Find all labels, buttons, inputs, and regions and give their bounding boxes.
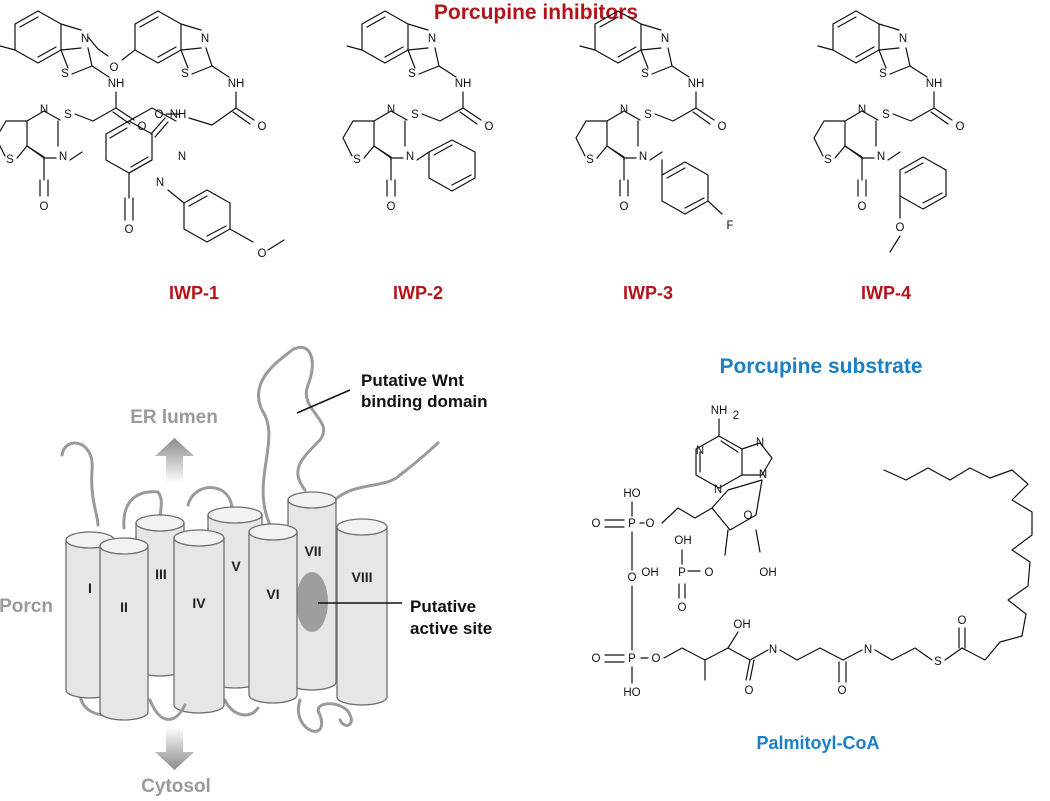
svg-text:HO: HO [623, 687, 640, 699]
helix-label-5: V [231, 558, 241, 574]
svg-text:S: S [6, 154, 14, 166]
iwp1-structure: O N S NH O NH O N N O O [87, 10, 285, 260]
svg-text:N: N [696, 445, 704, 457]
wnt-domain-label-line2: binding domain [361, 392, 488, 411]
svg-text:N: N [178, 151, 186, 163]
svg-text:O: O [678, 602, 687, 614]
svg-text:NH: NH [228, 78, 245, 90]
svg-text:N: N [714, 484, 722, 496]
svg-text:OH: OH [759, 567, 776, 579]
palmitoyl-coa-structure: NH 2 N N N N O O OH O P OH OH O HO P O O… [592, 405, 1033, 699]
helix-label-8: VIII [351, 569, 372, 585]
cytosol-arrow [155, 727, 194, 770]
svg-text:O: O [745, 685, 754, 697]
iwp3-structure: F [575, 10, 734, 232]
wnt-domain-pointer [296, 389, 351, 414]
helix-label-3: III [155, 566, 167, 582]
svg-text:O: O [705, 567, 714, 579]
svg-text:S: S [61, 68, 69, 80]
porcn-membrane-diagram [60, 346, 440, 733]
svg-text:NH: NH [170, 109, 187, 121]
porcn-label: Porcn [0, 596, 53, 617]
cytosol-label: Cytosol [141, 776, 211, 797]
svg-text:N: N [769, 644, 777, 656]
active-site-patch [296, 572, 328, 632]
svg-text:O: O [628, 572, 637, 584]
svg-text:HO: HO [623, 488, 640, 500]
inhibitors-title: Porcupine inhibitors [434, 1, 638, 24]
er-lumen-label: ER lumen [130, 407, 218, 428]
iwp3-label: IWP-3 [623, 283, 673, 303]
svg-text:O: O [652, 653, 661, 665]
svg-text:N: N [156, 177, 164, 189]
svg-text:N: N [759, 469, 767, 481]
svg-text:P: P [678, 567, 686, 579]
svg-text:OH: OH [733, 619, 750, 631]
svg-text:O: O [896, 222, 905, 234]
svg-text:P: P [628, 653, 636, 665]
active-site-label-line1: Putative [410, 597, 476, 616]
svg-text:NH: NH [108, 78, 125, 90]
helix-label-2: II [120, 599, 128, 615]
svg-text:N: N [864, 644, 872, 656]
svg-text:OH: OH [674, 535, 691, 547]
svg-text:S: S [934, 656, 942, 668]
svg-text:O: O [40, 201, 49, 213]
helix-label-6: VI [266, 586, 279, 602]
er-lumen-arrow [155, 438, 194, 483]
svg-text:O: O [258, 248, 267, 260]
iwp2-label: IWP-2 [393, 283, 443, 303]
iwp2-structure [342, 10, 495, 214]
iwp4-label: IWP-4 [861, 283, 911, 303]
svg-text:F: F [726, 220, 733, 232]
svg-text:S: S [64, 109, 72, 121]
svg-text:2: 2 [733, 410, 739, 422]
svg-text:NH: NH [711, 405, 728, 417]
svg-text:S: S [181, 68, 189, 80]
svg-text:O: O [138, 121, 147, 133]
svg-text:N: N [201, 33, 209, 45]
wnt-domain-label-line1: Putative Wnt [361, 371, 464, 390]
svg-text:O: O [744, 510, 753, 522]
iwp1-label: IWP-1 [169, 283, 219, 303]
svg-text:O: O [592, 518, 601, 530]
active-site-label-line2: active site [410, 619, 492, 638]
svg-text:O: O [958, 615, 967, 627]
svg-text:O: O [155, 109, 164, 121]
helix-label-4: IV [192, 595, 206, 611]
svg-text:N: N [81, 33, 89, 45]
svg-text:P: P [628, 518, 636, 530]
substrate-name: Palmitoyl-CoA [756, 733, 879, 753]
svg-text:O: O [592, 653, 601, 665]
svg-text:OH: OH [641, 567, 658, 579]
svg-text:O: O [838, 685, 847, 697]
substrate-title: Porcupine substrate [719, 355, 922, 378]
svg-text:N: N [756, 437, 764, 449]
iwp4-structure: O [813, 10, 966, 253]
svg-text:N: N [59, 151, 67, 163]
svg-text:O: O [110, 62, 119, 74]
helix-label-1: I [88, 580, 92, 596]
svg-text:N: N [40, 104, 48, 116]
svg-text:O: O [258, 121, 267, 133]
svg-text:O: O [125, 224, 134, 236]
helix-label-7: VII [304, 543, 321, 559]
svg-text:O: O [646, 518, 655, 530]
